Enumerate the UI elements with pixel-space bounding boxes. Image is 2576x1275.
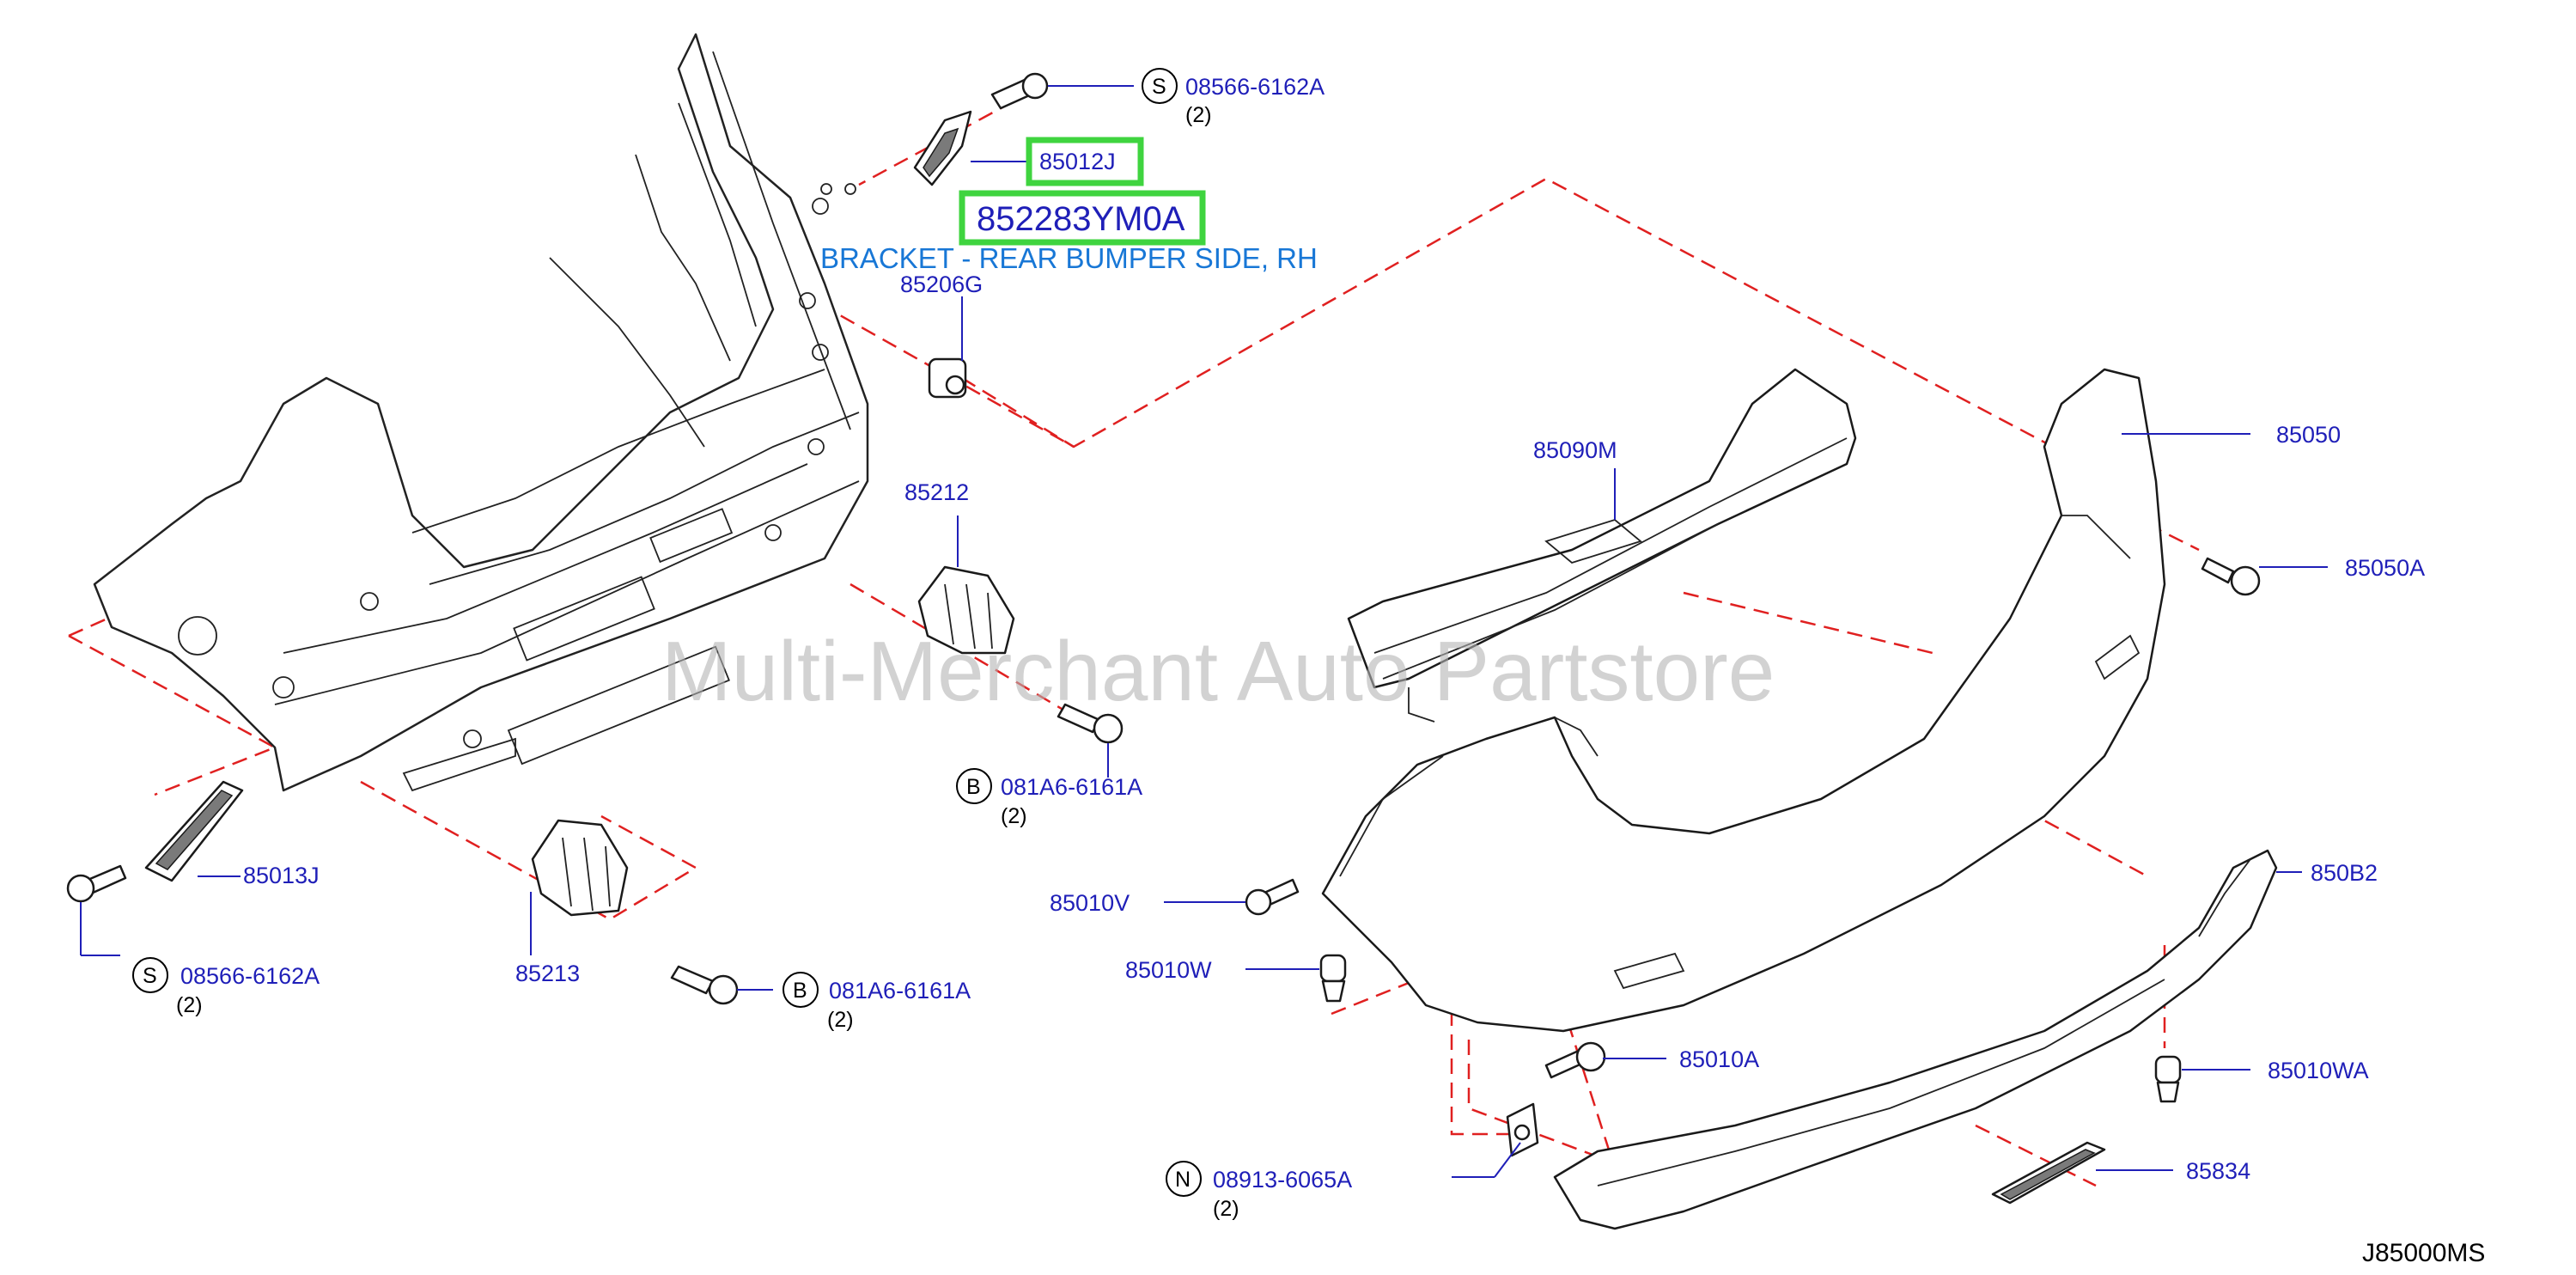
highlight-box-part (959, 190, 1206, 246)
label-bolt-s-top: 08566-6162A (1185, 74, 1325, 100)
label-clip-85010w: 85010W (1125, 957, 1212, 983)
bolt-s-top[interactable] (990, 72, 1049, 110)
circle-letter-s-top: S (1152, 75, 1166, 99)
screw-85010a[interactable] (1544, 1041, 1606, 1079)
label-bracket-85013j: 85013J (243, 863, 320, 888)
circle-letter-b-low: B (793, 979, 807, 1003)
fascia-85050[interactable] (1321, 368, 2166, 1033)
drawing-code: J85000MS (2362, 1239, 2485, 1267)
highlight-box-ref (1026, 137, 1144, 186)
retainer-85212[interactable] (917, 565, 1015, 655)
absorber-85090m[interactable] (1347, 368, 1857, 723)
bolt-b-low[interactable] (670, 965, 739, 1005)
qty-bolt-s-top: (2) (1185, 103, 1212, 127)
label-absorber-85090m: 85090M (1533, 437, 1617, 463)
retainer-85213[interactable] (531, 819, 629, 917)
screw-85050a[interactable] (2201, 557, 2261, 596)
label-bolt-s-left: 08566-6162A (180, 963, 320, 989)
label-clip-85206g: 85206G (900, 271, 983, 297)
label-screw-85010v: 85010V (1050, 890, 1130, 916)
circle-letter-n: N (1175, 1168, 1191, 1192)
circle-letter-s-left: S (143, 964, 157, 988)
qty-bolt-s-left: (2) (176, 993, 203, 1017)
label-bolt-b-mid: 081A6-6161A (1001, 774, 1142, 800)
label-retainer-85212: 85212 (904, 479, 969, 505)
circle-letter-b-mid: B (966, 775, 981, 799)
label-bolt-b-low: 081A6-6161A (829, 978, 971, 1004)
bracket-85013j[interactable] (144, 780, 244, 882)
label-screw-85010a: 85010A (1679, 1046, 1759, 1072)
bracket-85012j[interactable] (913, 110, 972, 186)
leader-lines (80, 85, 2328, 1178)
screw-85010v[interactable] (1245, 878, 1300, 916)
clip-85010w[interactable] (1319, 954, 1347, 1003)
bolt-s-left[interactable] (66, 864, 127, 903)
reflector-85834[interactable] (1991, 1141, 2106, 1205)
qty-bolt-b-mid: (2) (1001, 804, 1027, 828)
clip-85010wa[interactable] (2154, 1055, 2182, 1103)
clip-85206g[interactable] (928, 357, 967, 399)
label-lower-850b2: 850B2 (2311, 860, 2378, 886)
qty-nut-n: (2) (1213, 1197, 1239, 1221)
label-nut-n: 08913-6065A (1213, 1167, 1352, 1193)
label-retainer-85213: 85213 (515, 961, 580, 986)
watermark-text: Multi-Merchant Auto Partstore (661, 624, 1775, 718)
label-reflector-85834: 85834 (2186, 1158, 2250, 1184)
label-screw-85050a: 85050A (2345, 555, 2425, 581)
highlight-ref-label: 85012J (1039, 149, 1116, 174)
highlight-part-number: 852283YM0A (977, 200, 1185, 238)
vehicle-rear-body (93, 33, 869, 792)
qty-bolt-b-low: (2) (827, 1008, 854, 1032)
nut-n-bracket[interactable] (1506, 1102, 1539, 1157)
highlight-description: BRACKET - REAR BUMPER SIDE, RH (820, 242, 1318, 274)
lower-850b2[interactable] (1553, 849, 2278, 1230)
part-labels: S 08566-6162A (2) 85012J 852283YM0A BRAC… (132, 68, 2485, 1267)
label-clip-85010wa: 85010WA (2268, 1058, 2369, 1083)
bolt-b-mid[interactable] (1057, 703, 1124, 744)
label-fascia-85050: 85050 (2276, 422, 2341, 448)
